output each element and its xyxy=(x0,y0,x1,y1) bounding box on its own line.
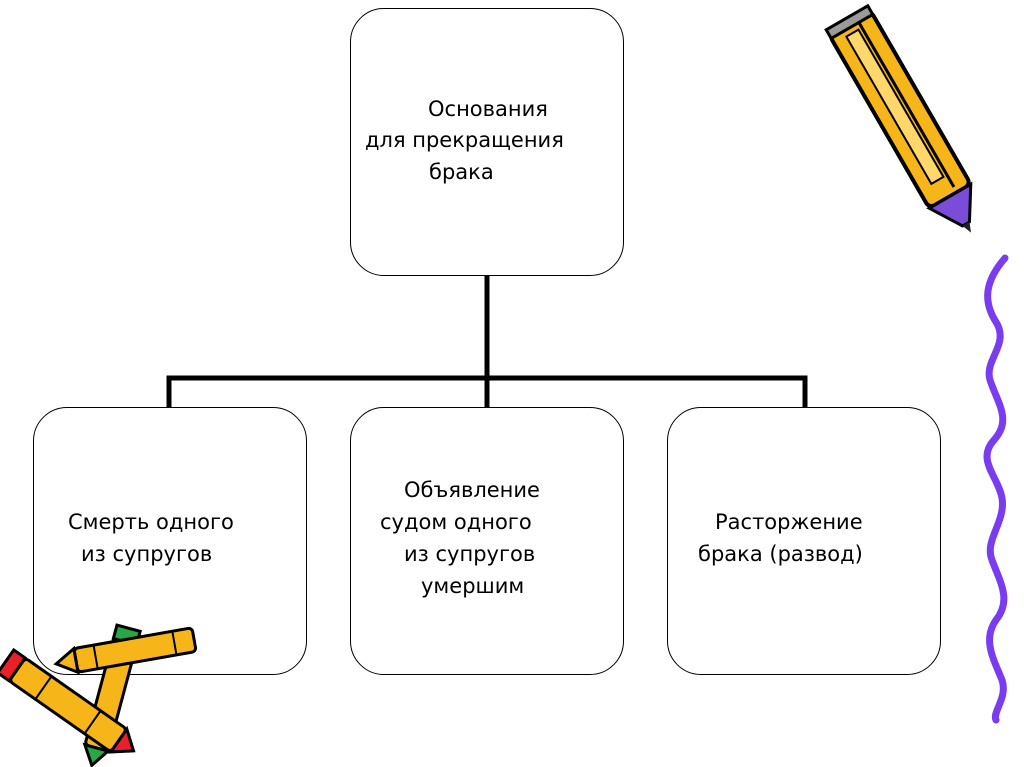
child-2-line-1: Объявление xyxy=(404,478,540,502)
child-node-divorce: Расторжение брака (развод) xyxy=(667,407,941,675)
child-1-line-1: Смерть одного xyxy=(68,510,234,534)
child-3-line-2: брака (развод) xyxy=(698,542,863,566)
child-2-line-4: умершим xyxy=(421,574,525,598)
root-line-3: брака xyxy=(429,160,494,184)
child-node-declared-dead: Объявление судом одного из супругов умер… xyxy=(350,407,624,675)
child-node-death: Смерть одного из супругов xyxy=(33,407,307,675)
child-1-line-2: из супругов xyxy=(81,542,213,566)
root-node: Основания для прекращения брака xyxy=(350,8,624,276)
root-line-1: Основания xyxy=(428,97,548,121)
child-2-line-3: из супругов xyxy=(404,542,536,566)
root-line-2: для прекращения xyxy=(365,128,564,152)
wavy-line xyxy=(983,254,1009,724)
crayon-icon xyxy=(0,647,136,754)
child-2-line-2: судом одного xyxy=(380,510,532,534)
crayon-icon xyxy=(53,626,198,675)
child-3-line-1: Расторжение xyxy=(715,510,863,534)
pencil-icon xyxy=(824,3,973,233)
